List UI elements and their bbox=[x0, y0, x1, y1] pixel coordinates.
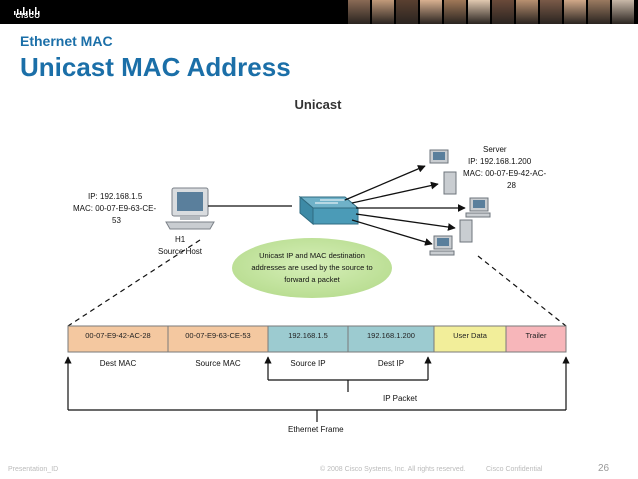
host-mac-label-cont: 53 bbox=[112, 216, 121, 225]
header-photo bbox=[516, 0, 538, 24]
ip-packet-label: IP Packet bbox=[383, 394, 418, 403]
server-mac-label: MAC: 00-07-E9-42-AC- bbox=[463, 169, 546, 178]
frame-brackets bbox=[64, 356, 570, 422]
frame-field-value: 00-07-E9-42-AC-28 bbox=[85, 331, 150, 340]
cisco-wordmark: CISCO bbox=[15, 13, 41, 20]
projection-line-right bbox=[477, 255, 567, 327]
frame-field-value: 192.168.1.200 bbox=[367, 331, 415, 340]
header-photo bbox=[348, 0, 370, 24]
footer-presentation-id: Presentation_ID bbox=[8, 466, 59, 473]
host-computer-icon bbox=[165, 187, 215, 230]
header-photo-strip bbox=[348, 0, 636, 24]
pc-icon-right-2 bbox=[459, 219, 473, 243]
frame-field-label: Source MAC bbox=[195, 359, 241, 368]
unicast-bubble bbox=[232, 238, 392, 298]
host-role-label: Source Host bbox=[158, 247, 203, 256]
host-mac-label: MAC: 00-07-E9-63-CE- bbox=[73, 204, 156, 213]
pc-icon-right-3 bbox=[429, 235, 455, 256]
frame-field-box bbox=[167, 325, 269, 353]
frame-field-value: Trailer bbox=[526, 331, 547, 340]
header-photo bbox=[612, 0, 634, 24]
server-mac-label-cont: 28 bbox=[507, 181, 516, 190]
server-name-label: Server bbox=[483, 145, 507, 154]
slide-title: Unicast MAC Address bbox=[20, 52, 291, 82]
host-name-label: H1 bbox=[175, 235, 186, 244]
switch-icon bbox=[298, 195, 360, 226]
cisco-logo: CISCO bbox=[8, 3, 48, 21]
frame-field-box bbox=[347, 325, 435, 353]
server-icon bbox=[429, 149, 457, 195]
frame-field-value: User Data bbox=[453, 331, 488, 340]
header-bar: CISCO bbox=[0, 0, 638, 24]
header-photo bbox=[396, 0, 418, 24]
frame-field-label: Dest IP bbox=[378, 359, 404, 368]
bubble-line-2: addresses are used by the source to bbox=[251, 263, 372, 272]
header-photo bbox=[588, 0, 610, 24]
diagram-heading: Unicast bbox=[295, 97, 343, 112]
header-photo bbox=[372, 0, 394, 24]
header-photo bbox=[492, 0, 514, 24]
frame-field-box bbox=[433, 325, 507, 353]
header-photo bbox=[420, 0, 442, 24]
frame-field-box bbox=[505, 325, 567, 353]
frame-field-label: Source IP bbox=[290, 359, 325, 368]
frame-field-box bbox=[267, 325, 349, 353]
frame-field-value: 192.168.1.5 bbox=[288, 331, 328, 340]
frame-field-value: 00-07-E9-63-CE-53 bbox=[185, 331, 250, 340]
footer-copyright: © 2008 Cisco Systems, Inc. All rights re… bbox=[320, 466, 466, 473]
header-photo bbox=[444, 0, 466, 24]
bubble-line-1: Unicast IP and MAC destination bbox=[259, 251, 365, 260]
bubble-line-3: forward a packet bbox=[284, 275, 340, 284]
frame-field-box bbox=[67, 325, 169, 353]
footer-confidential: Cisco Confidential bbox=[486, 466, 543, 473]
page-number: 26 bbox=[598, 463, 610, 474]
frame-field-label: Dest MAC bbox=[100, 359, 137, 368]
header-photo bbox=[564, 0, 586, 24]
switch-server-arrows bbox=[344, 165, 466, 246]
slide-subtitle: Ethernet MAC bbox=[20, 33, 113, 49]
server-ip-label: IP: 192.168.1.200 bbox=[468, 157, 532, 166]
ethernet-frame-label: Ethernet Frame bbox=[288, 425, 344, 434]
header-photo bbox=[468, 0, 490, 24]
host-ip-label: IP: 192.168.1.5 bbox=[88, 192, 143, 201]
pc-icon-right-1 bbox=[465, 197, 491, 218]
cisco-bridge-icon bbox=[14, 7, 40, 15]
header-photo bbox=[540, 0, 562, 24]
